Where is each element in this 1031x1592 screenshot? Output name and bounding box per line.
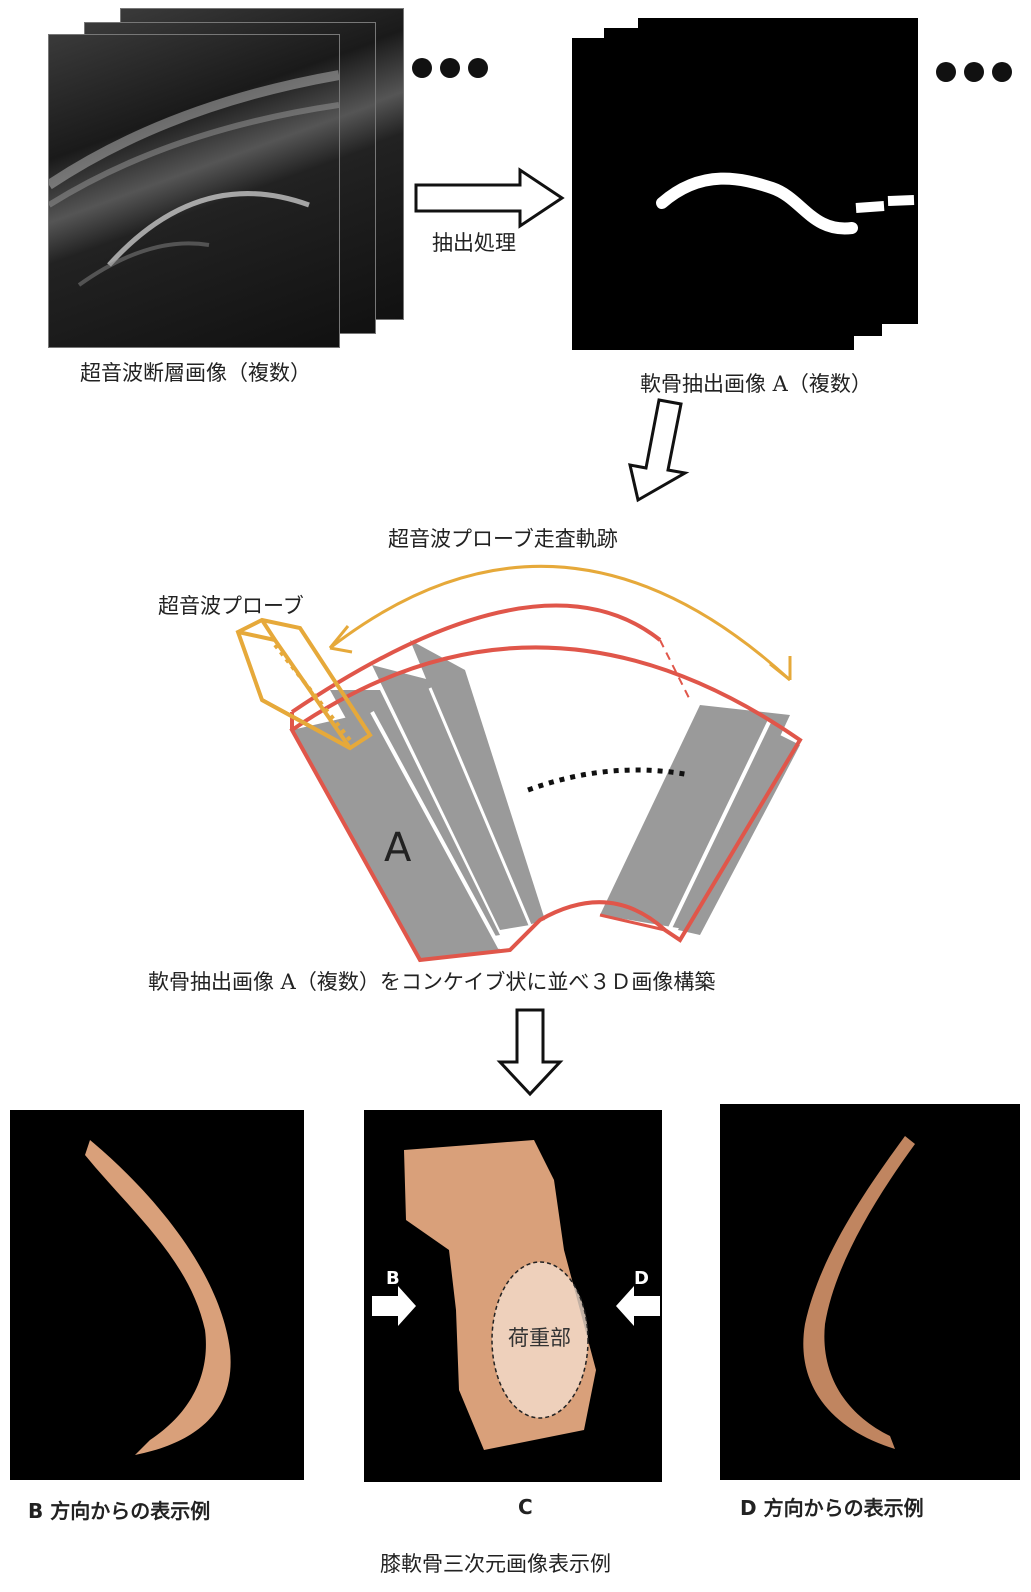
view-d-caption: D 方向からの表示例 (740, 1492, 924, 1521)
arrow-d (616, 1286, 660, 1326)
arrow-d-label: D (634, 1268, 649, 1289)
arrow-b (372, 1286, 416, 1326)
weight-region-label: 荷重部 (508, 1322, 571, 1352)
main-caption: 膝軟骨三次元画像表示例 (380, 1548, 611, 1578)
view-b-caption: B 方向からの表示例 (28, 1495, 210, 1524)
arrow-b-label: B (386, 1268, 400, 1289)
view-c-caption: C (518, 1495, 533, 1519)
